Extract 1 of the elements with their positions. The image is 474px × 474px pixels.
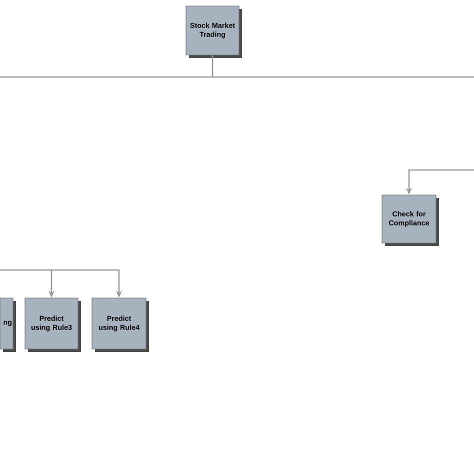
connector-arrow bbox=[0, 54, 474, 78]
